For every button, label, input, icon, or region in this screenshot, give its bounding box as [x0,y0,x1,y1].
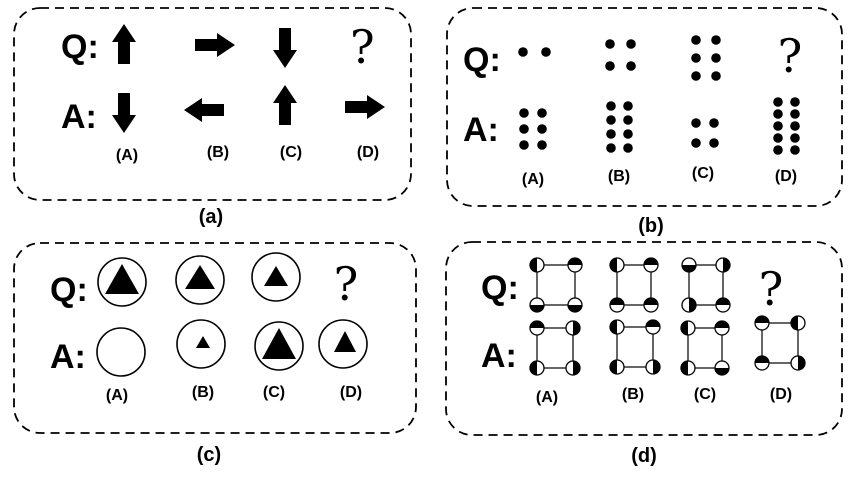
panel-d-q-label: Q: [481,269,519,307]
panel-d-question-mark: ? [759,262,784,316]
panel-c-caption: (c) [197,444,221,466]
arrow-right-icon [195,33,235,57]
panel-c-option-b-label: (B) [192,384,214,401]
panel-d-caption: (d) [631,445,657,467]
panel-d-option-a-label: (A) [536,389,558,406]
option-c-circle-large-triangle [254,321,304,371]
panel-b-option-c-label: (C) [692,165,714,182]
panel-a-border [13,7,412,201]
panel-b-caption: (b) [638,215,664,237]
panel-c: Q: A: ? (A) (B) [13,242,417,434]
question-square-1 [529,257,583,313]
panel-d: Q: A: ? (A) (B) (C) (D) [445,241,843,436]
panel-a-question-mark: ? [350,20,375,74]
panel-b-option-b-label: (B) [608,168,630,185]
panel-d-option-b-label: (B) [622,386,644,403]
panel-a-option-a-label: (A) [116,147,138,164]
panel-d-option-d-label: (D) [770,386,792,403]
question-square-3 [681,257,731,313]
option-c-square [680,320,730,376]
panel-a-option-d-label: (D) [357,144,379,161]
option-d-square [754,315,806,371]
panel-c-question-mark: ? [334,257,359,311]
question-square-2 [609,257,659,313]
panel-a-option-b-label: (B) [207,144,229,161]
panel-d-border [445,241,843,436]
panel-c-q-label: Q: [50,271,88,309]
option-a-empty-circle [96,327,146,377]
option-d-circle-medium-triangle [318,319,368,369]
panel-c-option-a-label: (A) [106,387,128,404]
panel-a-a-label: A: [61,98,97,136]
panel-a-q-label: Q: [61,28,99,66]
question-dots-6 [691,35,721,81]
panel-a: Q: A: ? (A) (B) (C) (D) [13,7,412,201]
option-c-dots-4 [691,118,719,148]
panel-c-border [13,242,417,434]
question-circle-small-triangle [251,252,301,302]
panel-b: Q: A: ? [446,7,843,207]
panel-a-option-c-label: (C) [280,144,302,161]
panel-a-caption: (a) [199,206,223,228]
panel-c-option-d-label: (D) [340,384,362,401]
option-b-arrow-left-icon [184,98,224,122]
question-dots-4 [605,39,636,71]
option-b-circle-tiny-triangle [176,319,226,369]
option-a-square [529,320,581,376]
option-b-square [609,319,661,375]
panel-b-border [446,7,843,207]
panel-b-option-a-label: (A) [522,171,544,188]
arrow-down-icon [273,28,297,68]
option-d-arrow-right-icon [345,95,385,119]
panel-c-option-c-label: (C) [263,384,285,401]
option-d-dots-10 [773,97,800,155]
option-b-dots-8 [606,101,633,153]
panel-b-option-d-label: (D) [775,168,797,185]
arrow-up-icon [112,24,136,64]
question-dots-2 [518,47,551,57]
option-a-arrow-down-icon [112,93,136,133]
panel-b-question-mark: ? [778,29,803,83]
panel-d-option-c-label: (C) [694,386,716,403]
panel-d-a-label: A: [481,337,517,375]
option-c-arrow-up-icon [273,85,297,125]
option-a-dots-6 [519,108,547,150]
panel-b-a-label: A: [463,111,499,149]
panel-c-a-label: A: [50,338,86,376]
question-circle-medium-triangle [175,255,225,305]
question-circle-large-triangle [97,257,147,307]
panel-b-q-label: Q: [463,41,501,79]
